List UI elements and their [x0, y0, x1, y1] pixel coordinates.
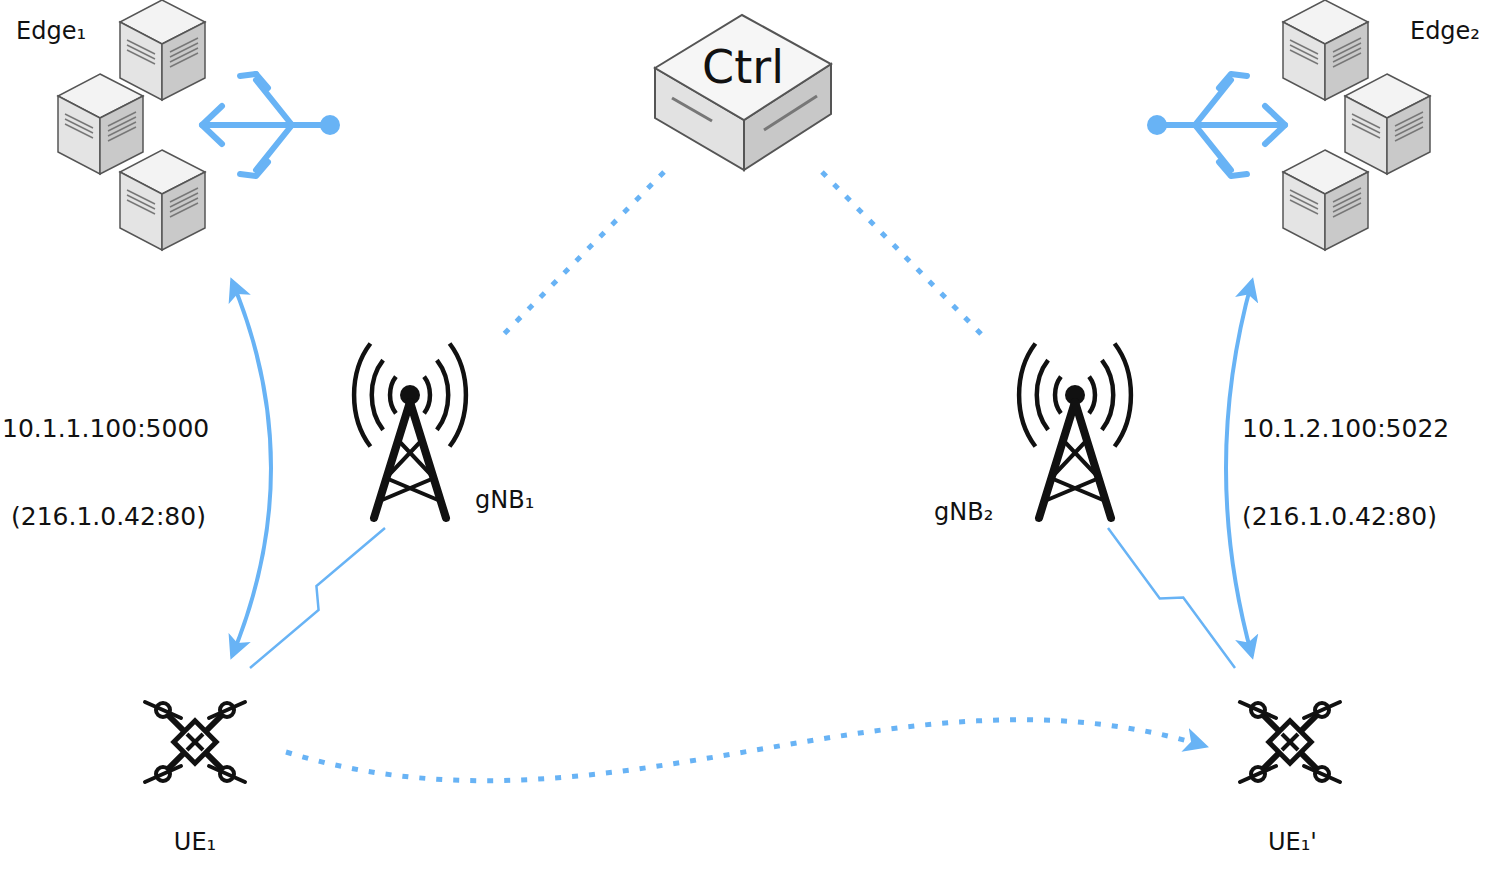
fan-out-symbol — [202, 74, 340, 176]
edge-cluster: Edge₂ — [1250, 5, 1480, 275]
node-label: Edge₂ — [1410, 17, 1480, 46]
edge-servers-right — [1283, 0, 1430, 250]
base-station: gNB₁ — [325, 338, 557, 528]
address-label: 10.1.2.100:5022 — [1240, 414, 1451, 444]
radio-link — [250, 528, 385, 668]
antenna-tower — [1019, 344, 1131, 519]
node-label: Edge₁ — [16, 17, 86, 46]
fan-out-symbol — [1147, 74, 1285, 176]
dotted-link — [500, 172, 664, 338]
antenna-tower — [354, 344, 466, 519]
controller-box: Ctrl — [652, 12, 834, 172]
node-label: UE₁' — [1268, 828, 1317, 857]
node-label: UE₁ — [174, 828, 216, 857]
node-label: gNB₂ — [934, 498, 993, 527]
data-link — [1226, 281, 1252, 656]
drone-icon — [1240, 702, 1340, 782]
dotted-link — [286, 720, 1205, 781]
address-label: 10.1.1.100:5000 — [0, 414, 211, 444]
address-label: (216.1.0.42:80) — [9, 502, 208, 532]
drone-ue: UE₁' — [1235, 660, 1350, 865]
drone-ue: UE₁ — [140, 660, 250, 865]
node-label: Ctrl — [702, 40, 784, 95]
node-label: gNB₁ — [475, 486, 534, 515]
drone-icon — [145, 702, 245, 782]
address-label: (216.1.0.42:80) — [1240, 502, 1439, 532]
base-station: gNB₂ — [930, 338, 1165, 528]
edge-cluster: Edge₁ — [10, 5, 235, 275]
radio-link — [1108, 528, 1235, 668]
data-link — [232, 281, 271, 656]
dotted-link — [822, 172, 985, 338]
